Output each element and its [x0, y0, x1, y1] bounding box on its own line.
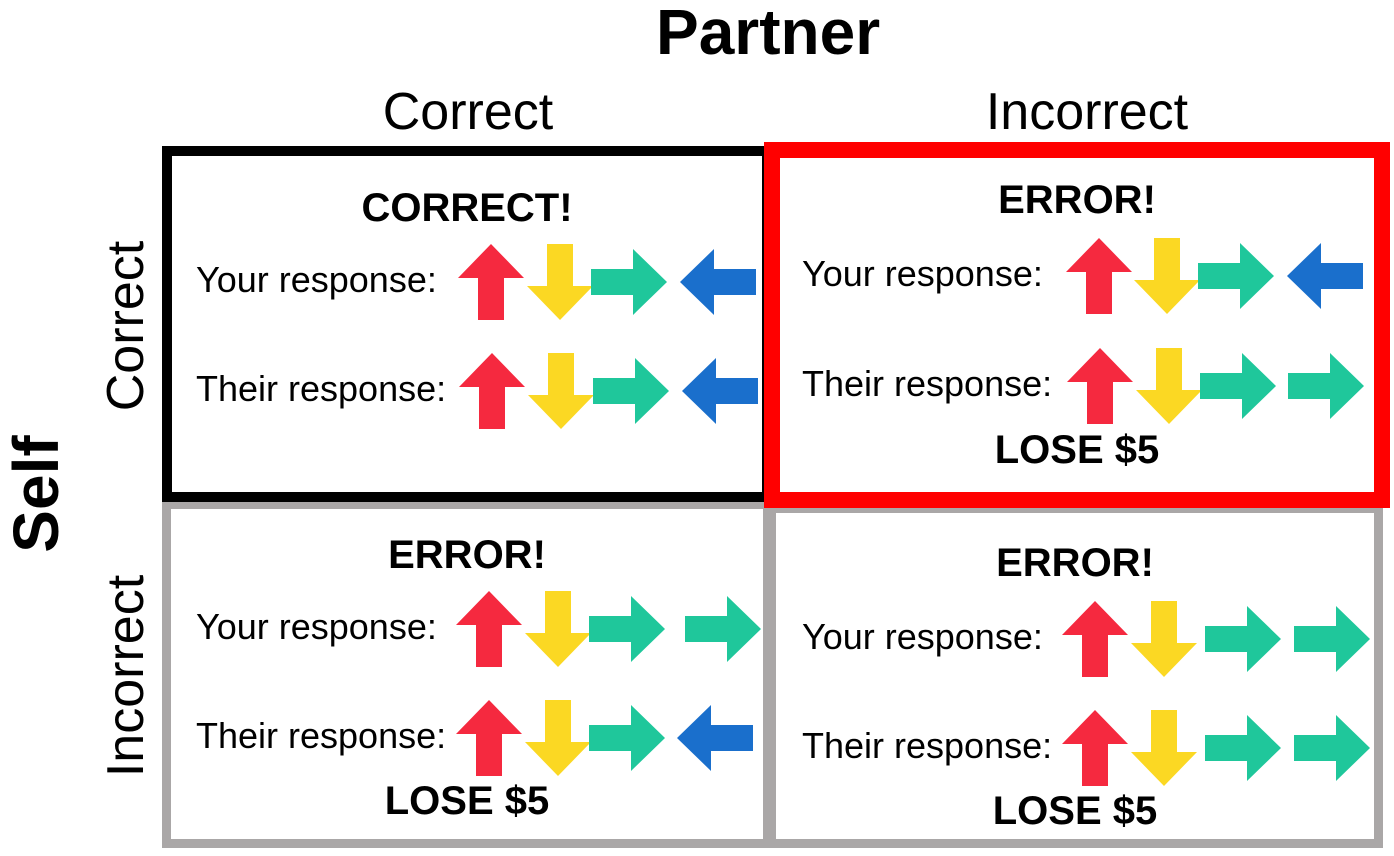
- down-arrow-icon: [1129, 346, 1209, 426]
- column-label-incorrect: Incorrect: [985, 83, 1189, 141]
- down-arrow-icon: [518, 698, 598, 778]
- cell-title: ERROR!: [388, 533, 546, 577]
- right-arrow-icon: [589, 242, 669, 322]
- down-arrow-icon: [1127, 236, 1207, 316]
- cell-self-incorrect-partner-correct: ERROR! Your response: Their response: LO…: [162, 500, 772, 848]
- cell-title: ERROR!: [998, 178, 1156, 222]
- up-arrow-icon: [449, 589, 529, 669]
- cell-title: CORRECT!: [361, 186, 573, 230]
- right-arrow-icon: [1286, 346, 1366, 426]
- outcome-text: LOSE $5: [384, 779, 550, 823]
- down-arrow-icon: [520, 242, 600, 322]
- up-arrow-icon: [1059, 236, 1139, 316]
- up-arrow-icon: [452, 351, 532, 431]
- cell-title: ERROR!: [996, 541, 1154, 585]
- up-arrow-icon: [449, 698, 529, 778]
- cell-self-correct-partner-correct: CORRECT! Your response: Their response:: [162, 146, 772, 502]
- right-arrow-icon: [1198, 346, 1278, 426]
- partner-title: Partner: [656, 0, 881, 68]
- right-arrow-icon: [1196, 236, 1276, 316]
- row-label-incorrect: Incorrect: [97, 574, 155, 778]
- left-arrow-icon: [675, 698, 755, 778]
- outcome-text: LOSE $5: [994, 428, 1160, 472]
- their-response-label: Their response:: [196, 368, 447, 409]
- up-arrow-icon: [1055, 708, 1135, 788]
- up-arrow-icon: [451, 242, 531, 322]
- down-arrow-icon: [1124, 599, 1204, 679]
- right-arrow-icon: [1292, 599, 1372, 679]
- right-arrow-icon: [683, 589, 763, 669]
- your-response-label: Your response:: [196, 606, 437, 647]
- right-arrow-icon: [587, 589, 667, 669]
- their-response-label: Their response:: [802, 725, 1053, 766]
- your-response-label: Your response:: [196, 259, 437, 300]
- left-arrow-icon: [1285, 236, 1365, 316]
- down-arrow-icon: [518, 589, 598, 669]
- down-arrow-icon: [1124, 708, 1204, 788]
- right-arrow-icon: [591, 351, 671, 431]
- outcome-text: LOSE $5: [992, 789, 1158, 833]
- column-label-correct: Correct: [382, 83, 554, 141]
- your-response-label: Your response:: [802, 616, 1043, 657]
- row-label-correct: Correct: [97, 240, 155, 412]
- cell-self-correct-partner-incorrect: ERROR! Your response: Their response: LO…: [764, 142, 1390, 508]
- up-arrow-icon: [1055, 599, 1135, 679]
- right-arrow-icon: [1203, 708, 1283, 788]
- right-arrow-icon: [1292, 708, 1372, 788]
- self-title: Self: [0, 435, 72, 553]
- right-arrow-icon: [587, 698, 667, 778]
- cell-self-incorrect-partner-incorrect: ERROR! Your response: Their response: LO…: [767, 504, 1383, 848]
- up-arrow-icon: [1060, 346, 1140, 426]
- your-response-label: Your response:: [802, 253, 1043, 294]
- left-arrow-icon: [680, 351, 760, 431]
- right-arrow-icon: [1203, 599, 1283, 679]
- left-arrow-icon: [678, 242, 758, 322]
- their-response-label: Their response:: [196, 715, 447, 756]
- their-response-label: Their response:: [802, 363, 1053, 404]
- down-arrow-icon: [521, 351, 601, 431]
